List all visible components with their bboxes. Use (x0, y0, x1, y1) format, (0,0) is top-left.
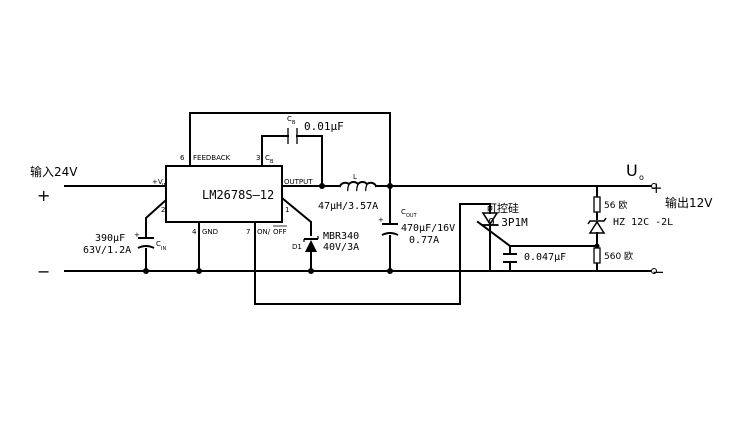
pin-2-number: 2 (161, 206, 165, 214)
cb-sub: B (292, 120, 296, 126)
pin-cb-sub: B (270, 159, 274, 165)
cin-value-2: 63V/1.2A (83, 245, 131, 256)
diode-part: MBR340 (323, 231, 359, 242)
cout-symbol: C (401, 208, 406, 216)
input-plus: + (37, 186, 50, 205)
cb-value: 0.01μF (304, 120, 344, 133)
resistor-r2: 560 欧 (593, 247, 633, 264)
cb-symbol: C (287, 115, 292, 123)
pin-vin-label: +V (152, 178, 163, 186)
pin-4-number: 4 (192, 228, 197, 236)
ic-lm2678: LM2678S—12 FEEDBACK 6 3 C B +V IN OUTPUT… (152, 154, 313, 236)
inductor-symbol: L (353, 173, 357, 181)
cin-sub: IN (161, 246, 166, 252)
r2-value: 560 欧 (604, 250, 633, 262)
inductor-l: L 47μH/3.57A (318, 173, 378, 212)
svg-text:+: + (134, 231, 140, 239)
junctions (143, 183, 600, 274)
zener-part: HZ 12C -2L (613, 217, 673, 228)
svg-text:+: + (378, 216, 384, 224)
capacitor-c2: 0.047μF (503, 252, 566, 263)
capacitor-cb: C B 0.01μF (287, 115, 344, 144)
pin-6-number: 6 (180, 154, 185, 162)
ic-name: LM2678S—12 (202, 188, 274, 202)
pin-3-number: 3 (256, 154, 260, 162)
zener-diode: HZ 12C -2L (587, 217, 673, 234)
pin-cb-label: C (265, 154, 270, 162)
diode-rating: 40V/3A (323, 242, 359, 253)
cap2-value: 0.047μF (524, 252, 566, 263)
pin-onoff-label: ON/ (257, 228, 271, 236)
input-minus: − (37, 262, 50, 281)
r1-value: 56 欧 (604, 199, 627, 211)
pin-1-number: 1 (285, 206, 289, 214)
pin-onoff-bar-label: OFF (273, 228, 287, 236)
pin-7-number: 7 (246, 228, 250, 236)
diode-d1: D1 MBR340 40V/3A (292, 231, 359, 253)
output-voltage-sub: o (639, 173, 644, 182)
resistor-r1: 56 欧 (593, 196, 627, 213)
scr-thyristor: 可控硅 0.3P1M (481, 201, 528, 236)
inductor-value: 47μH/3.57A (318, 201, 378, 212)
output-terminals: U o + 输出12V − (626, 161, 713, 281)
output-voltage-symbol: U (626, 161, 638, 180)
output-minus: − (652, 263, 665, 281)
wiring (64, 112, 651, 305)
input-terminals: 输入24V + − (30, 164, 78, 281)
output-plus: + (650, 179, 663, 197)
scr-part: 0.3P1M (488, 216, 528, 229)
input-label: 输入24V (30, 164, 78, 179)
cout-value-1: 470μF/16V (401, 223, 455, 234)
pin-gnd-label: GND (202, 228, 218, 236)
output-label: 输出12V (665, 195, 713, 210)
scr-label: 可控硅 (486, 201, 519, 215)
capacitor-cin: + C IN 390μF 63V/1.2A (83, 231, 166, 256)
cout-value-2: 0.77A (409, 235, 439, 246)
capacitor-cout: + C OUT 470μF/16V 0.77A (378, 208, 455, 246)
cin-symbol: C (156, 240, 161, 248)
pin-vin-sub: IN (162, 183, 167, 189)
cout-sub: OUT (406, 213, 418, 219)
pin-output-label: OUTPUT (284, 178, 313, 186)
cin-value-1: 390μF (95, 233, 125, 244)
diode-symbol: D1 (292, 243, 302, 251)
pin-feedback-label: FEEDBACK (193, 154, 231, 162)
